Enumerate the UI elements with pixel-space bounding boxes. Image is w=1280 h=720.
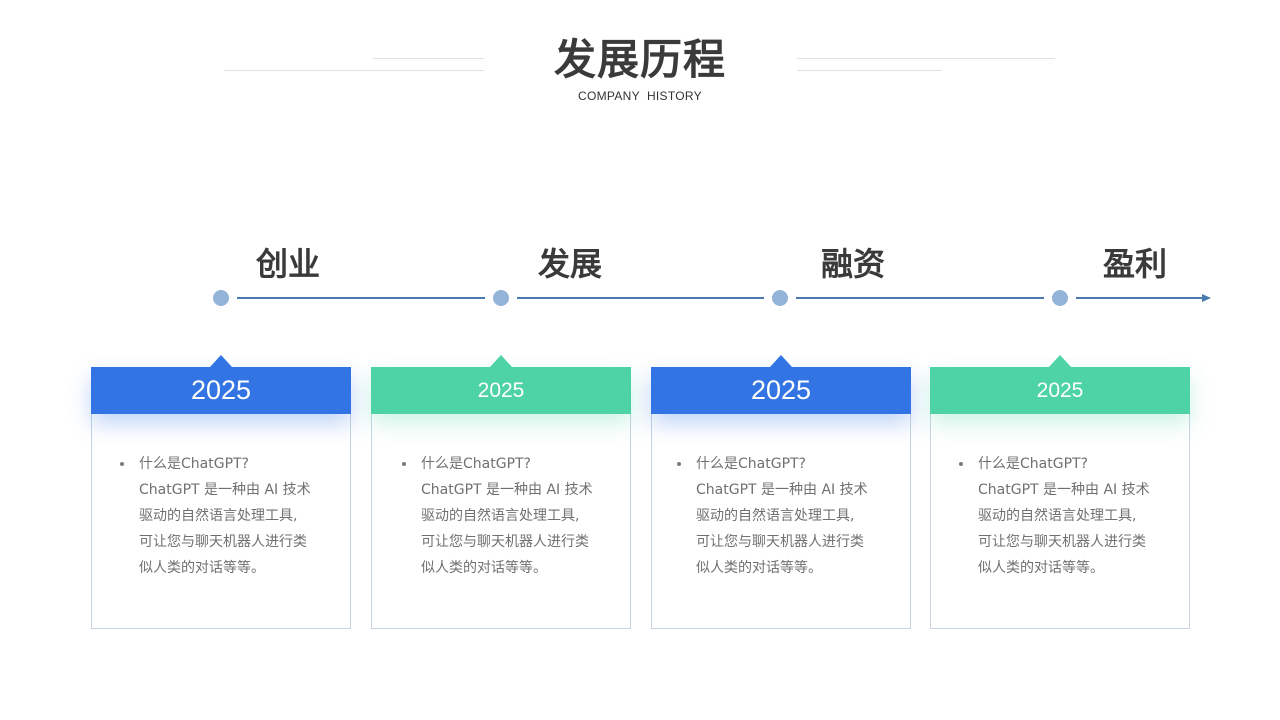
timeline-dot-2 [493,290,509,306]
stage-label-1: 创业 [255,245,320,283]
card-body: 什么是ChatGPT? ChatGPT 是一种由 AI 技术 驱动的自然语言处理… [402,451,617,581]
timeline-segment-1 [237,297,485,299]
timeline-dot-4 [1052,290,1068,306]
timeline-segment-4 [1076,297,1204,299]
card-pointer-icon [490,355,512,367]
card-line: 驱动的自然语言处理工具, [978,508,1137,524]
card-line: 驱动的自然语言处理工具, [139,508,298,524]
card-year-header: 2025 [930,355,1190,414]
timeline-segment-3 [796,297,1044,299]
card-line: 什么是ChatGPT? [139,456,249,472]
card-line: 什么是ChatGPT? [696,456,806,472]
card-year: 2025 [1036,379,1084,402]
card-line: 驱动的自然语言处理工具, [696,508,855,524]
history-card-1: 2025 什么是ChatGPT? ChatGPT 是一种由 AI 技术 驱动的自… [91,355,351,629]
timeline-arrow-icon [1202,294,1211,302]
card-year: 2025 [190,375,252,405]
title-deco-line-right-bottom [797,70,942,71]
bullet-icon [677,462,681,466]
card-body: 什么是ChatGPT? ChatGPT 是一种由 AI 技术 驱动的自然语言处理… [120,451,335,581]
card-line: 可让您与聊天机器人进行类 [978,534,1146,550]
card-line: 驱动的自然语言处理工具, [421,508,580,524]
card-year-header: 2025 [651,355,911,414]
card-body: 什么是ChatGPT? ChatGPT 是一种由 AI 技术 驱动的自然语言处理… [959,451,1174,581]
card-line: 什么是ChatGPT? [978,456,1088,472]
card-year-header: 2025 [371,355,631,414]
stage-label-3: 融资 [820,245,885,283]
card-year: 2025 [750,375,812,405]
timeline-dot-1 [213,290,229,306]
card-line: ChatGPT 是一种由 AI 技术 [696,482,868,498]
history-card-2: 2025 什么是ChatGPT? ChatGPT 是一种由 AI 技术 驱动的自… [371,355,631,629]
card-pointer-icon [770,355,792,367]
card-line: 似人类的对话等等。 [139,560,265,576]
card-line: ChatGPT 是一种由 AI 技术 [978,482,1150,498]
stage-label-2: 发展 [537,245,602,283]
history-card-4: 2025 什么是ChatGPT? ChatGPT 是一种由 AI 技术 驱动的自… [930,355,1190,629]
card-line: 似人类的对话等等。 [696,560,822,576]
card-line: 什么是ChatGPT? [421,456,531,472]
bullet-icon [402,462,406,466]
title-deco-line-left-top [373,58,484,59]
card-body: 什么是ChatGPT? ChatGPT 是一种由 AI 技术 驱动的自然语言处理… [677,451,892,581]
card-year-header: 2025 [91,355,351,414]
page-subtitle: COMPANY HISTORY [578,89,702,103]
timeline-segment-2 [517,297,764,299]
card-line: ChatGPT 是一种由 AI 技术 [421,482,593,498]
title-deco-line-left-bottom [224,70,484,71]
card-line: ChatGPT 是一种由 AI 技术 [139,482,311,498]
card-line: 可让您与聊天机器人进行类 [696,534,864,550]
card-line: 似人类的对话等等。 [978,560,1104,576]
timeline-dot-3 [772,290,788,306]
card-line: 似人类的对话等等。 [421,560,547,576]
bullet-icon [959,462,963,466]
history-card-3: 2025 什么是ChatGPT? ChatGPT 是一种由 AI 技术 驱动的自… [651,355,911,629]
page-title: 发展历程 [553,35,726,84]
stage-label-4: 盈利 [1102,245,1167,283]
card-year: 2025 [477,379,525,402]
title-deco-line-right-top [797,58,1055,59]
card-pointer-icon [1049,355,1071,367]
card-pointer-icon [210,355,232,367]
card-line: 可让您与聊天机器人进行类 [421,534,589,550]
bullet-icon [120,462,124,466]
card-line: 可让您与聊天机器人进行类 [139,534,307,550]
